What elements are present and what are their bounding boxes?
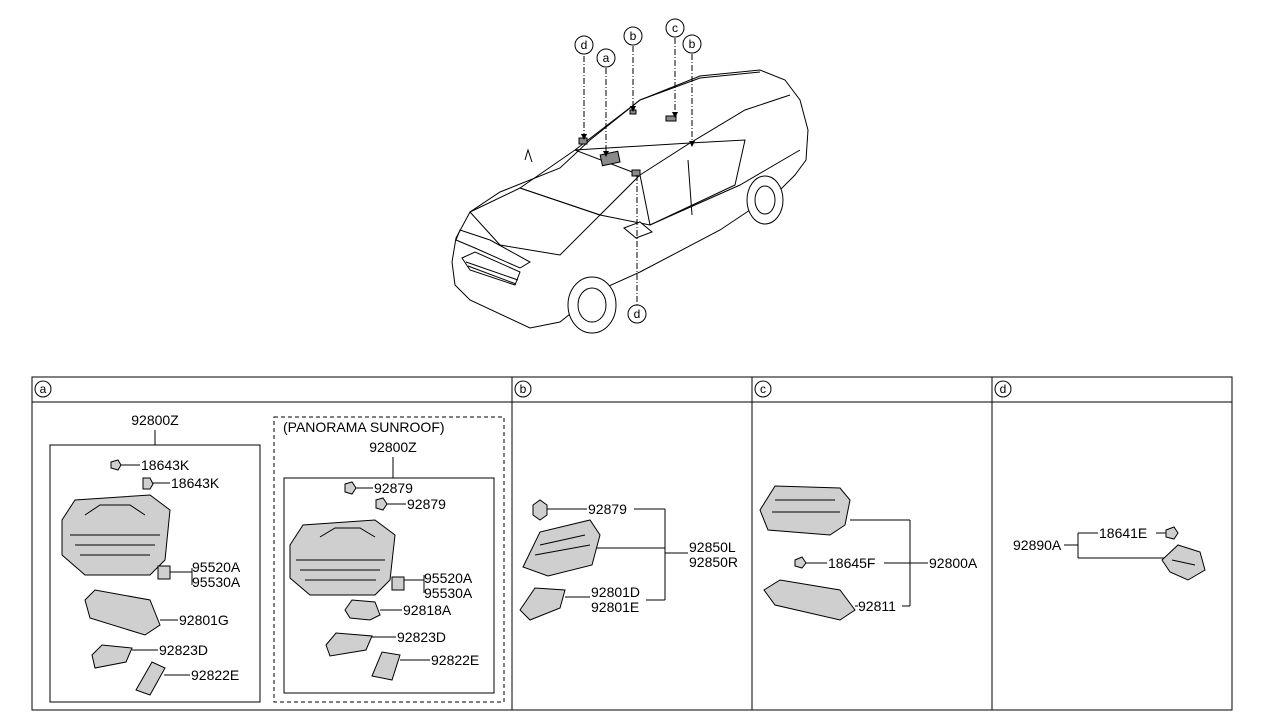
part-label: 92879: [374, 480, 413, 496]
assembly-label: 92800Z: [131, 412, 179, 428]
part-label: 92823D: [397, 629, 446, 645]
svg-text:a: a: [40, 382, 47, 396]
svg-text:d: d: [581, 38, 588, 52]
callout-arrows: [581, 106, 695, 157]
svg-text:b: b: [630, 29, 637, 43]
lens-icon: [371, 651, 401, 681]
callout-a: a: [596, 48, 616, 68]
svg-text:d: d: [634, 307, 641, 321]
bulb-icon: [794, 556, 807, 569]
section-header-d: d: [994, 380, 1012, 398]
part-label: 95520A: [192, 559, 241, 575]
assembly-label: 92800Z: [369, 439, 417, 455]
map-lamp-marker-d2: [631, 169, 641, 177]
section-c: 18645F 92800A 92811: [759, 485, 978, 621]
section-b: 92879 92850L 92850R 92801D 92801E: [519, 499, 738, 621]
part-label: 92822E: [191, 667, 239, 683]
section-header-a: a: [34, 380, 52, 398]
part-label: 92850L: [689, 539, 736, 555]
part-label: 18645F: [828, 555, 875, 571]
callout-b-1: b: [623, 26, 643, 46]
svg-text:b: b: [520, 382, 527, 396]
clip-icon: [375, 497, 388, 511]
part-label: 92801D: [591, 584, 640, 600]
lens-cover-icon: [84, 589, 161, 636]
bezel-icon: [91, 644, 133, 669]
callout-b-2: b: [682, 34, 702, 54]
part-label: 92822E: [431, 652, 479, 668]
callout-d-2: d: [627, 304, 647, 324]
callout-c: c: [665, 18, 685, 38]
vanity-lamp-icon: [759, 485, 851, 536]
part-label: 92800A: [929, 555, 978, 571]
console-housing-icon: [289, 519, 396, 596]
bulb-icon: [142, 477, 154, 490]
part-label: 92801G: [179, 612, 229, 628]
callout-d-1: d: [574, 35, 594, 55]
switch-icon: [391, 576, 405, 591]
svg-text:c: c: [760, 382, 766, 396]
bulb-icon: [110, 459, 122, 471]
svg-text:c: c: [672, 21, 678, 35]
svg-text:a: a: [603, 51, 610, 65]
clip-icon: [344, 481, 357, 495]
svg-text:d: d: [1000, 382, 1007, 396]
section-header-c: c: [754, 380, 772, 398]
room-lamp-icon: [522, 519, 601, 577]
panorama-title: (PANORAMA SUNROOF): [283, 419, 445, 435]
section-a-panorama: (PANORAMA SUNROOF) 92800Z 92879 92879 95…: [273, 416, 505, 703]
car-illustration: [451, 69, 809, 334]
parts-table-grid: [31, 376, 1233, 711]
part-label: 92879: [588, 501, 627, 517]
bezel-icon: [325, 632, 373, 657]
part-label: 18643K: [141, 457, 190, 473]
section-a-standard: 92800Z 18643K 18643K 95520A 95530A 92801…: [49, 412, 261, 703]
svg-text:b: b: [689, 37, 696, 51]
bulb-icon: [1165, 526, 1179, 540]
callout-lines: [583, 38, 693, 305]
part-label: 92818A: [403, 602, 452, 618]
switch-icon: [157, 565, 171, 580]
part-label: 92879: [407, 496, 446, 512]
part-label: 95520A: [424, 570, 473, 586]
lens-cover-icon: [763, 579, 856, 621]
map-lamp-marker-d: [578, 137, 588, 145]
part-label: 95530A: [424, 585, 473, 601]
sensor-icon: [344, 599, 381, 621]
part-label: 92850R: [689, 554, 738, 570]
section-d: 92890A 18641E: [1013, 525, 1206, 581]
part-label: 92823D: [159, 642, 208, 658]
part-label: 95530A: [192, 574, 241, 590]
part-label: 92801E: [591, 599, 639, 615]
lens-icon: [135, 661, 166, 696]
part-label: 18641E: [1099, 525, 1147, 541]
part-label: 18643K: [171, 475, 220, 491]
assembly-label: 92890A: [1013, 537, 1062, 553]
clip-icon: [532, 499, 548, 521]
vanity-lamp-marker-c: [665, 115, 677, 122]
lens-icon: [519, 587, 566, 621]
part-label: 92811: [858, 598, 896, 614]
section-header-b: b: [514, 380, 532, 398]
